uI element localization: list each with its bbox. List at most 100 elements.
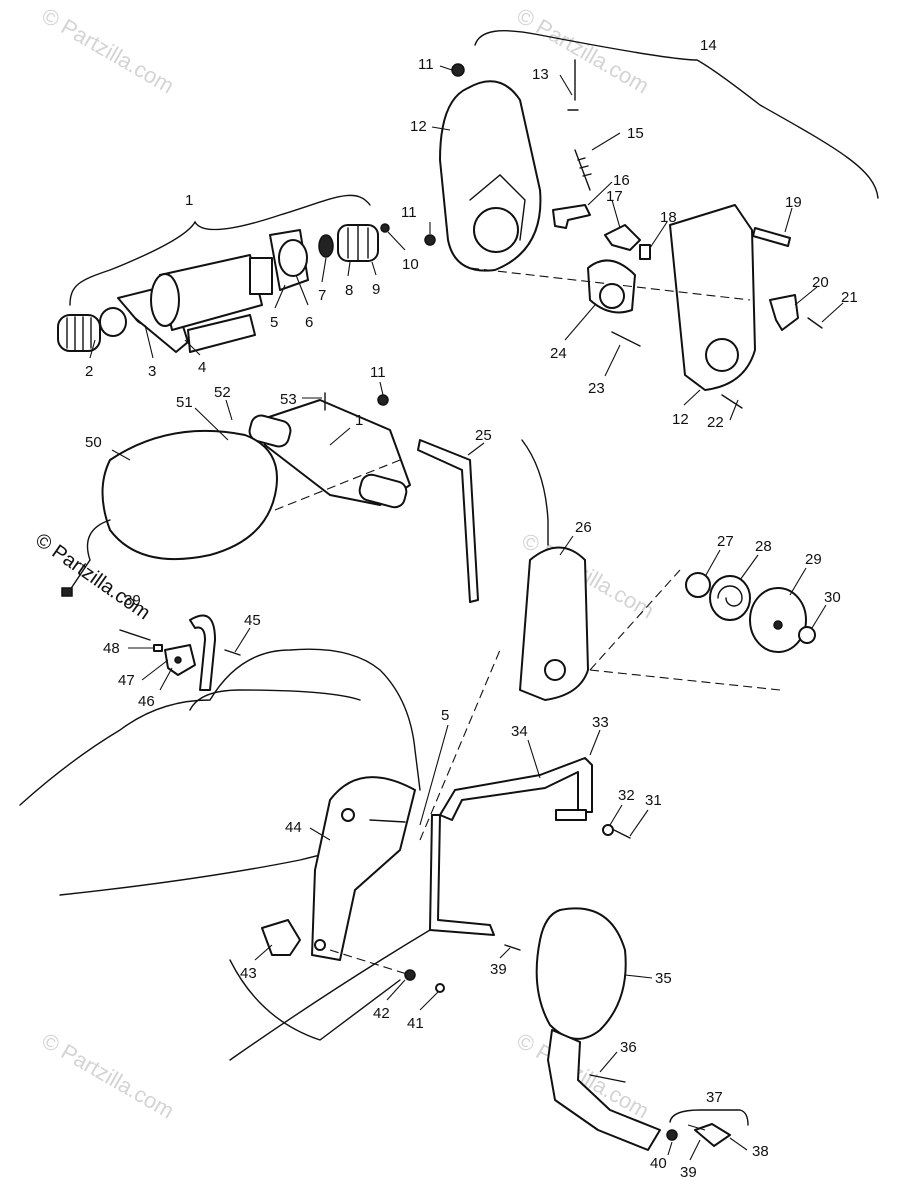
callout-51: 51 [176, 394, 193, 411]
axis-line-backrest [274, 459, 401, 511]
callout-11-handle: 11 [370, 364, 386, 381]
callout-40: 40 [650, 1155, 667, 1172]
cam-24-hub [599, 283, 625, 309]
handlebar-assembly [248, 392, 479, 603]
leader-10 [387, 231, 406, 251]
screw-49 [119, 629, 151, 641]
passenger-pad-assembly [535, 907, 731, 1151]
bracket-20 [769, 294, 799, 331]
screw-36 [589, 1074, 626, 1083]
callout-29: 29 [805, 551, 822, 568]
plate-hole-2 [314, 939, 326, 951]
spacer-48 [153, 644, 163, 652]
callout-17: 17 [606, 188, 623, 205]
leader-22 [729, 399, 739, 421]
side-bracket-assembly [119, 614, 241, 691]
callout-26: 26 [575, 519, 592, 536]
leader-6 [295, 274, 309, 306]
callout-1-grip: 1 [185, 192, 193, 209]
backrest [61, 429, 401, 597]
leader-16 [587, 181, 613, 206]
wingnut-38 [694, 1123, 731, 1147]
callout-27: 27 [717, 533, 734, 550]
washer-41 [435, 983, 445, 993]
leader-32 [609, 804, 623, 826]
axis-line-gear [469, 267, 751, 301]
leader-35 [624, 974, 653, 979]
leader-4 [184, 339, 201, 356]
throttle-threads [249, 257, 273, 295]
callout-39-mid: 39 [490, 961, 507, 978]
leader-51 [194, 407, 229, 441]
leader-47 [141, 659, 169, 681]
leader-8 [347, 261, 351, 277]
callout-32: 32 [618, 787, 635, 804]
rail-end-33 [555, 809, 587, 821]
leader-44 [309, 827, 331, 841]
callout-11-top: 11 [418, 56, 434, 73]
screw-39-mid [504, 944, 521, 951]
spring-15 [574, 149, 592, 191]
leader-9 [371, 261, 377, 276]
callout-3: 3 [148, 363, 156, 380]
leader-7 [321, 257, 327, 283]
callout-8: 8 [345, 282, 353, 299]
lever-16 [552, 204, 591, 229]
leader-33 [589, 729, 601, 756]
leader-19 [784, 207, 793, 233]
leader-42 [386, 979, 406, 1001]
leader-28 [739, 554, 759, 581]
callout-13: 13 [532, 66, 549, 83]
rail-34 [429, 814, 495, 936]
plate-hole-1 [341, 808, 355, 822]
pulley-29 [749, 587, 807, 653]
leader-39-bottom [689, 1139, 701, 1161]
callout-24: 24 [550, 345, 567, 362]
leader-43 [254, 944, 273, 961]
callout-28: 28 [755, 538, 772, 555]
callout-10: 10 [402, 256, 419, 273]
callout-12-right: 12 [672, 411, 689, 428]
brace-group-37 [669, 1109, 749, 1126]
leader-11-handle [379, 381, 384, 396]
leader-41 [419, 991, 439, 1011]
leader-13 [559, 74, 573, 96]
leader-52 [225, 399, 233, 421]
leader-11-top [439, 65, 453, 71]
callout-14: 14 [700, 37, 717, 54]
callout-36: 36 [620, 1039, 637, 1056]
leader-21 [821, 302, 844, 323]
callout-labels: 1 2 3 4 5 6 7 8 9 10 11 11 11 12 12 13 1… [85, 37, 858, 1181]
callout-33: 33 [592, 714, 609, 731]
leader-25 [467, 442, 485, 456]
callout-35: 35 [655, 970, 672, 987]
seat-side-line-2 [229, 929, 431, 1061]
cover-12-ribs [469, 174, 526, 241]
backrest-wire [69, 519, 111, 591]
washer-27 [685, 572, 711, 598]
axis-line-plate [329, 649, 501, 976]
callout-5-lower: 5 [441, 707, 449, 724]
stud-23 [611, 331, 641, 347]
pulley-29-hub [773, 620, 783, 630]
callout-48: 48 [103, 640, 120, 657]
throttle-end-left [150, 273, 180, 327]
grip-handle [358, 473, 408, 509]
seat-side-line [229, 959, 401, 1041]
bar-25 [417, 439, 479, 603]
watermark-bottom-left: © Partzilla.com [38, 1028, 179, 1124]
leader-29 [789, 567, 807, 596]
leader-38 [729, 1137, 748, 1151]
washer-47 [174, 656, 182, 664]
callout-20: 20 [812, 274, 829, 291]
leader-27 [705, 549, 721, 576]
leader-1-handle [329, 427, 351, 446]
callout-7: 7 [318, 287, 326, 304]
callout-44: 44 [285, 819, 302, 836]
callout-37: 37 [706, 1089, 723, 1106]
callout-42: 42 [373, 1005, 390, 1022]
mount-plate-assembly [261, 649, 501, 993]
leader-34 [527, 739, 541, 779]
